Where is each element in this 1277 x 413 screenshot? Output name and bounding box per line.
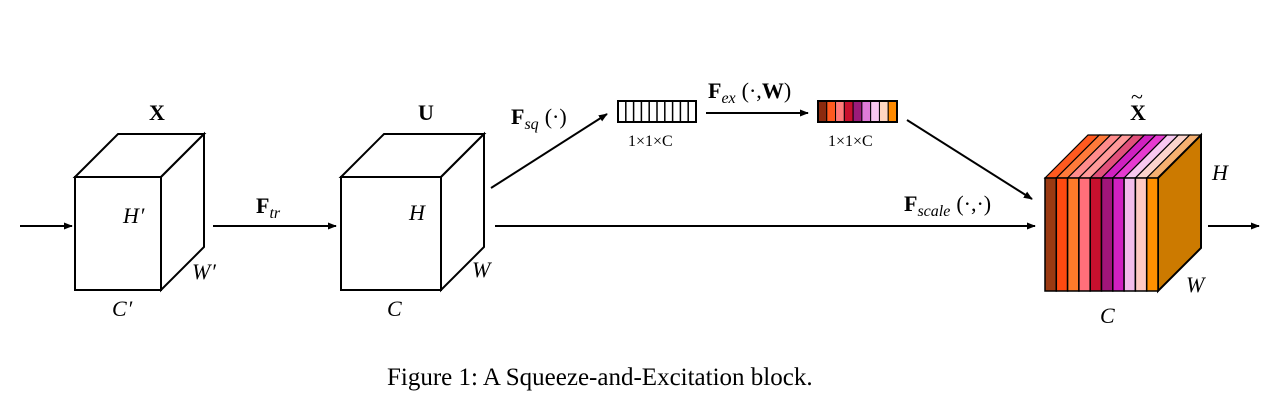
- output-front-slice: [1044, 177, 1058, 292]
- output-tensor-x-tilde: X ~ H W C: [1043, 84, 1229, 328]
- excitation-cell: [826, 100, 837, 123]
- excitation-cell: [878, 100, 889, 123]
- feature-map-u: U H W C: [338, 100, 492, 321]
- excitation-vector-label: 1×1×C: [828, 133, 873, 150]
- label-h: H: [408, 200, 426, 225]
- excitation-vector: 1×1×C: [817, 100, 898, 150]
- output-front-slice: [1145, 177, 1159, 292]
- output-front-slice: [1055, 177, 1069, 292]
- excitation-cell: [843, 100, 854, 123]
- input-tensor-x: X H′ W′ C′: [72, 100, 217, 321]
- label-f-sq: Fsq(·): [511, 104, 567, 133]
- label-w-out: W: [1186, 272, 1206, 297]
- label-u: U: [418, 100, 434, 125]
- label-c: C: [387, 296, 402, 321]
- output-front-slice: [1100, 177, 1114, 292]
- label-w-prime: W′: [192, 259, 217, 284]
- excitation-cell: [870, 100, 880, 123]
- f-sq-arrow: [490, 113, 608, 189]
- label-c-out: C: [1100, 303, 1115, 328]
- squeeze-vector-label: 1×1×C: [628, 133, 673, 150]
- excitation-cell: [835, 100, 845, 123]
- label-x: X: [149, 100, 165, 125]
- excitation-cell: [887, 100, 898, 123]
- figure-caption: Figure 1: A Squeeze-and-Excitation block…: [387, 364, 813, 391]
- output-front-slice: [1089, 177, 1103, 292]
- output-front-slice: [1134, 177, 1148, 292]
- excitation-cell: [817, 100, 828, 123]
- tilde-mark: ~: [1131, 84, 1143, 109]
- label-w: W: [472, 257, 492, 282]
- output-front-slice: [1123, 177, 1137, 292]
- output-front-slice: [1078, 177, 1091, 292]
- excitation-cell: [861, 100, 872, 123]
- output-front-slice: [1066, 177, 1080, 292]
- label-h-prime: H′: [122, 203, 146, 228]
- label-x-tilde: X: [1130, 100, 1146, 125]
- label-c-prime: C′: [112, 296, 134, 321]
- label-f-scale: Fscale(·,·): [904, 191, 991, 220]
- squeeze-vector: 1×1×C: [617, 100, 697, 150]
- label-f-ex: Fex(·,W): [708, 78, 791, 107]
- excitation-cell: [852, 100, 863, 123]
- label-f-tr: Ftr: [256, 193, 281, 222]
- excite-to-scale-arrow: [906, 119, 1033, 200]
- output-front-slice: [1112, 177, 1125, 292]
- label-h-out: H: [1211, 160, 1229, 185]
